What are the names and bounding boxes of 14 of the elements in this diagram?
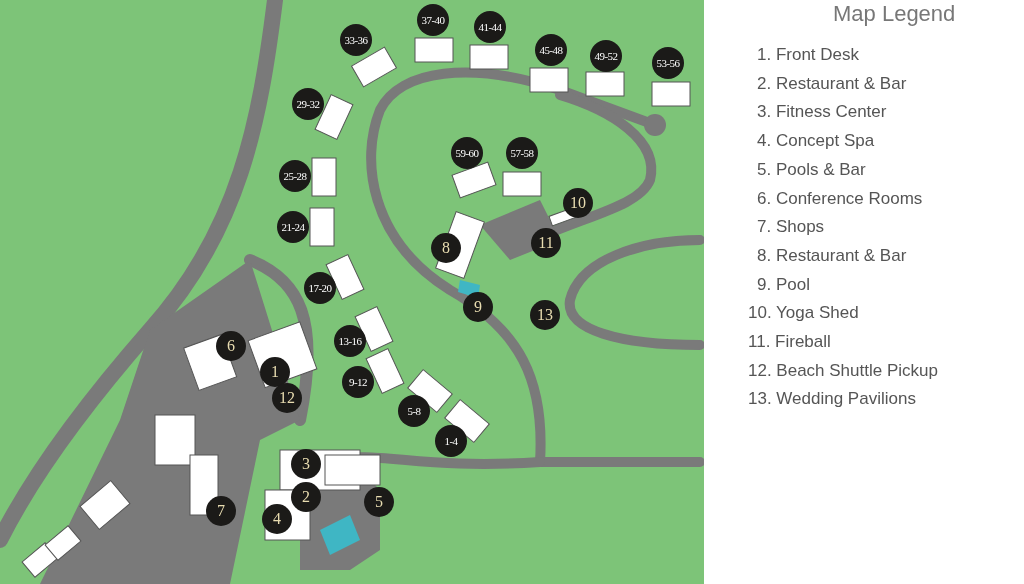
legend-item: 7. Shops <box>757 217 825 238</box>
legend-item: 2. Restaurant & Bar <box>757 73 907 94</box>
legend-item: 6. Conference Rooms <box>757 188 923 209</box>
legend-item: 12. Beach Shuttle Pickup <box>748 360 938 381</box>
legend-title: Map Legend <box>833 1 956 27</box>
legend-item: 5. Pools & Bar <box>757 159 866 180</box>
legend-item: 13. Wedding Pavilions <box>748 389 916 410</box>
legend-item: 4. Concept Spa <box>757 131 875 152</box>
legend-item: 1. Front Desk <box>757 45 860 65</box>
legend-item: 10. Yoga Shed <box>748 303 859 324</box>
legend-item: 3. Fitness Center <box>757 102 887 123</box>
legend-item: 9. Pool <box>757 274 810 295</box>
legend-item: 11. Fireball <box>748 332 831 352</box>
legend-item: 8. Restaurant & Bar <box>757 245 907 266</box>
